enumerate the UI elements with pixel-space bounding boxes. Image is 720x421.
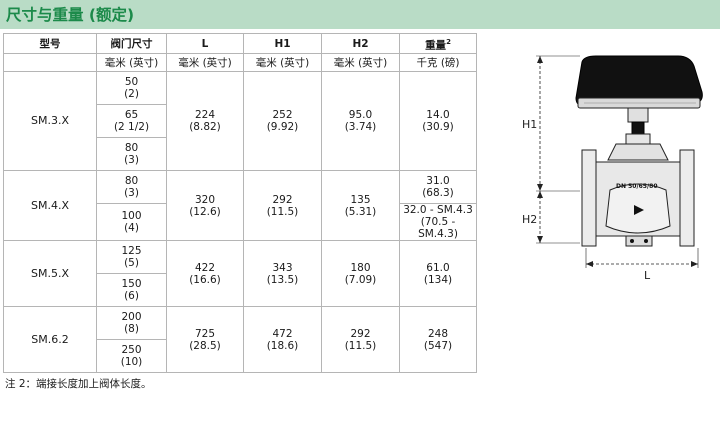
table-row: 100(4) 32.0 - SM.4.3(70.5 - SM.4.3) — [4, 203, 477, 241]
valve-size-cell: 150(6) — [96, 273, 167, 307]
h2-cell: 95.0(3.74) — [321, 71, 400, 171]
h2-dimension: H2 — [522, 191, 580, 244]
valve-size-cell: 80(3) — [96, 170, 167, 204]
l-label: L — [644, 269, 651, 280]
model-cell: SM.6.2 — [3, 306, 97, 373]
h2-cell: 292(11.5) — [321, 306, 400, 373]
l-cell: 320(12.6) — [166, 170, 244, 241]
l-cell: 725(28.5) — [166, 306, 244, 373]
header-model: 型号 — [3, 33, 97, 54]
table-row: 80(3) — [4, 137, 477, 171]
weight-cell: 32.0 - SM.4.3(70.5 - SM.4.3) — [399, 203, 477, 241]
footnote: 注 2：端接长度加上阀体长度。 — [5, 378, 152, 390]
header-h1: H1 — [243, 33, 322, 54]
unit-l: 毫米 (英寸) — [166, 53, 244, 72]
dn-label: DN 50/65/80 — [616, 183, 658, 190]
header-l: L — [166, 33, 244, 54]
table-row: 150(6) — [4, 273, 477, 307]
model-cell: SM.4.X — [3, 170, 97, 241]
model-cell: SM.3.X — [3, 71, 97, 171]
unit-model — [3, 53, 97, 72]
header-valve-size: 阀门尺寸 — [96, 33, 167, 54]
valve-size-cell: 250(10) — [96, 339, 167, 373]
header-h2: H2 — [321, 33, 400, 54]
valve-body-icon: DN 50/65/80 — [581, 149, 695, 247]
header-weight: 重量2 — [399, 33, 477, 54]
valve-stem-icon — [607, 107, 669, 161]
header-weight-text: 重量 — [425, 39, 447, 52]
unit-h2: 毫米 (英寸) — [321, 53, 400, 72]
model-cell: SM.5.X — [3, 240, 97, 307]
h2-cell: 135(5.31) — [321, 170, 400, 241]
valve-dimension-drawing: DN 50/65/80 H1 H2 L — [522, 55, 703, 280]
h1-label: H1 — [522, 118, 537, 131]
l-cell: 224(8.82) — [166, 71, 244, 171]
weight-cell: 31.0(68.3) — [399, 170, 477, 204]
h2-label: H2 — [522, 213, 537, 226]
weight-cell: 61.0(134) — [399, 240, 477, 307]
actuator-icon — [575, 55, 703, 109]
weight-cell: 14.0(30.9) — [399, 71, 477, 171]
h1-dimension: H1 — [522, 55, 580, 192]
valve-size-cell: 65(2 1/2) — [96, 104, 167, 138]
dimensions-weight-table: 型号 阀门尺寸 L H1 H2 重量2 毫米 (英寸) 毫米 (英寸) 毫米 (… — [3, 33, 477, 373]
unit-h1: 毫米 (英寸) — [243, 53, 322, 72]
l-dimension: L — [585, 248, 699, 280]
header-weight-footnote-mark: 2 — [446, 37, 451, 46]
section-title: 尺寸与重量 (额定) — [6, 6, 135, 24]
h1-cell: 343(13.5) — [243, 240, 322, 307]
section-header: 尺寸与重量 (额定) — [0, 0, 720, 29]
table-row: 250(10) — [4, 339, 477, 373]
unit-valve-size: 毫米 (英寸) — [96, 53, 167, 72]
unit-weight: 千克 (磅) — [399, 53, 477, 72]
h2-cell: 180(7.09) — [321, 240, 400, 307]
valve-size-cell: 80(3) — [96, 137, 167, 171]
table-header-row: 型号 阀门尺寸 L H1 H2 重量2 — [3, 33, 477, 54]
valve-size-cell: 125(5) — [96, 240, 167, 274]
table-row: SM.4.X 80(3) 320(12.6) 292(11.5) 135(5.3… — [3, 170, 477, 241]
table-row: SM.3.X 50(2) 224(8.82) 252(9.92) 95.0(3.… — [3, 71, 477, 171]
weight-cell: 248(547) — [399, 306, 477, 373]
valve-size-cell: 100(4) — [96, 203, 167, 241]
table-row: 65(2 1/2) — [4, 104, 477, 138]
table-unit-row: 毫米 (英寸) 毫米 (英寸) 毫米 (英寸) 毫米 (英寸) 千克 (磅) — [3, 53, 477, 72]
table-row: SM.6.2 200(8) 725(28.5) 472(18.6) 292(11… — [3, 306, 477, 373]
h1-cell: 252(9.92) — [243, 71, 322, 171]
h1-cell: 292(11.5) — [243, 170, 322, 241]
valve-size-cell: 50(2) — [96, 71, 167, 105]
valve-size-cell: 200(8) — [96, 306, 167, 340]
table-row: SM.5.X 125(5) 422(16.6) 343(13.5) 180(7.… — [3, 240, 477, 307]
h1-cell: 472(18.6) — [243, 306, 322, 373]
l-cell: 422(16.6) — [166, 240, 244, 307]
